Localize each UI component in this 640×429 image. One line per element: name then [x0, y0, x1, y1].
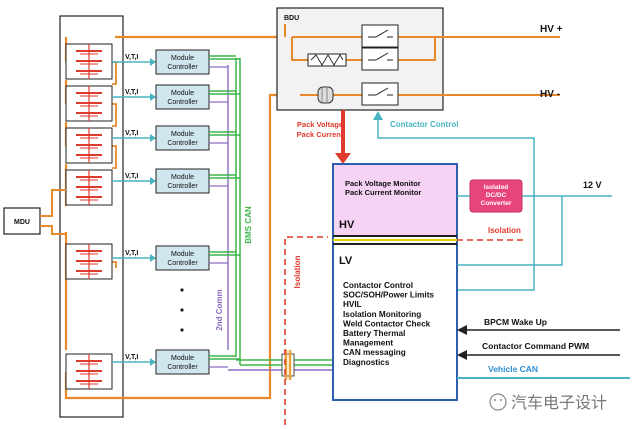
vti-label: V,T,I	[125, 130, 138, 137]
vti-label: V,T,I	[125, 354, 138, 361]
module-controller-line1: Module	[171, 90, 194, 97]
isolation-right-label: Isolation	[488, 226, 521, 235]
lv-function-item: Management	[343, 339, 393, 348]
measurement-arrow	[112, 134, 156, 142]
second-comm-label: 2nd Comm	[215, 289, 224, 330]
contactor	[361, 24, 399, 48]
vti-label: V,T,I	[125, 54, 138, 61]
bdu-wiring	[284, 24, 560, 96]
bus-isolator	[281, 350, 295, 380]
bpcm-wake-label: BPCM Wake Up	[484, 317, 547, 327]
module-controller-line2: Controller	[167, 183, 198, 190]
vti-label: V,T,I	[125, 250, 138, 257]
isolation-line-left	[284, 236, 328, 425]
contactor-pwm-label: Contactor Command PWM	[482, 341, 589, 351]
module-controller-line2: Controller	[167, 364, 198, 371]
lv-function-item: SOC/SOH/Power Limits	[343, 291, 434, 300]
measurement-arrow	[112, 58, 156, 66]
measurement-arrow	[112, 177, 156, 185]
lv-function-item: Diagnostics	[343, 358, 390, 367]
hv-section-label: HV	[339, 219, 355, 231]
battery-cell-group	[65, 85, 113, 122]
module-controller-line1: Module	[171, 131, 194, 138]
module-controller-line2: Controller	[167, 140, 198, 147]
module-controller-line1: Module	[171, 251, 194, 258]
measurement-arrow	[112, 358, 156, 366]
measurement-arrow	[112, 93, 156, 101]
lv-section-label: LV	[339, 255, 353, 267]
module-controller-line1: Module	[171, 174, 194, 181]
pc-monitor-label: Pack Current Monitor	[345, 188, 421, 197]
vti-label: V,T,I	[125, 89, 138, 96]
module-controller-line1: Module	[171, 355, 194, 362]
lv-function-item: Weld Contactor Check	[343, 319, 431, 328]
contactor	[361, 82, 399, 106]
dcdc-line2: DC/DC	[486, 192, 507, 199]
current-sensor-icon	[317, 86, 334, 104]
module-controller-line2: Controller	[167, 260, 198, 267]
hv-minus-label: HV -	[540, 89, 560, 100]
pv-monitor-label: Pack Voltage Monitor	[345, 179, 421, 188]
contactor	[361, 47, 399, 71]
battery-cell-group	[65, 43, 113, 80]
watermark: 汽车电子设计	[489, 393, 607, 412]
battery-cell-group	[65, 243, 113, 280]
cell-ellipsis	[180, 288, 184, 332]
bdu-label: BDU	[284, 15, 299, 22]
battery-cell-group	[65, 353, 113, 390]
bms-can-bus	[235, 58, 241, 365]
battery-pack-frame	[59, 15, 124, 418]
v12-label: 12 V	[583, 180, 602, 190]
measurement-arrow	[112, 254, 156, 262]
vehicle-can-label: Vehicle CAN	[488, 364, 538, 374]
module-controller-line2: Controller	[167, 99, 198, 106]
pack-voltage-label: Pack Voltage	[297, 120, 343, 129]
battery-cell-group	[65, 127, 113, 164]
module-controller-line2: Controller	[167, 64, 198, 71]
contactor-control-label: Contactor Control	[390, 120, 458, 129]
contactor-control-line	[377, 116, 535, 291]
isolation-left-label: Isolation	[293, 255, 302, 288]
lv-function-item: CAN messaging	[343, 348, 406, 357]
lv-function-item: Contactor Control	[343, 281, 413, 290]
bpcm-wake-arrow	[457, 325, 467, 335]
contactor-pwm-arrow	[457, 350, 467, 360]
hv-section	[334, 165, 456, 235]
module-controller-line1: Module	[171, 55, 194, 62]
pack-current-label: Pack Current	[297, 130, 344, 139]
bms-can-label: BMS CAN	[244, 206, 253, 244]
mdu-label: MDU	[14, 219, 30, 226]
mdu-box	[3, 207, 41, 235]
watermark-text: 汽车电子设计	[511, 393, 607, 412]
vti-label: V,T,I	[125, 173, 138, 180]
dcdc-line3: Converter	[481, 200, 512, 207]
battery-cell-group	[65, 169, 113, 206]
pack-measure-arrow	[335, 153, 351, 164]
lv-function-item: Battery Thermal	[343, 329, 405, 338]
hv-plus-label: HV +	[540, 24, 563, 35]
lv-function-item: Isolation Monitoring	[343, 310, 421, 319]
wechat-icon	[489, 393, 507, 411]
dcdc-line1: Isolated	[484, 184, 509, 191]
lv-function-item: HVIL	[343, 300, 362, 309]
